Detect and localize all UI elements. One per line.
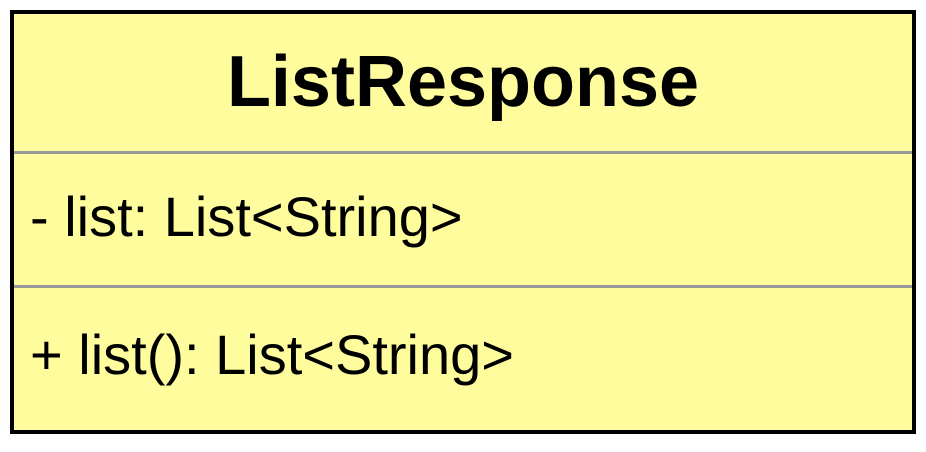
attributes-compartment: - list: List<String> [14, 154, 912, 285]
class-name: ListResponse [226, 41, 700, 122]
attribute-list: - list: List<String> [30, 184, 463, 248]
compartment-divider [14, 285, 912, 288]
compartment-divider [14, 151, 912, 154]
uml-class-box: ListResponse - list: List<String> + list… [10, 10, 916, 434]
class-name-compartment: ListResponse [14, 14, 912, 151]
operation-list: + list(): List<String> [30, 323, 514, 386]
operations-compartment: + list(): List<String> [14, 288, 912, 434]
